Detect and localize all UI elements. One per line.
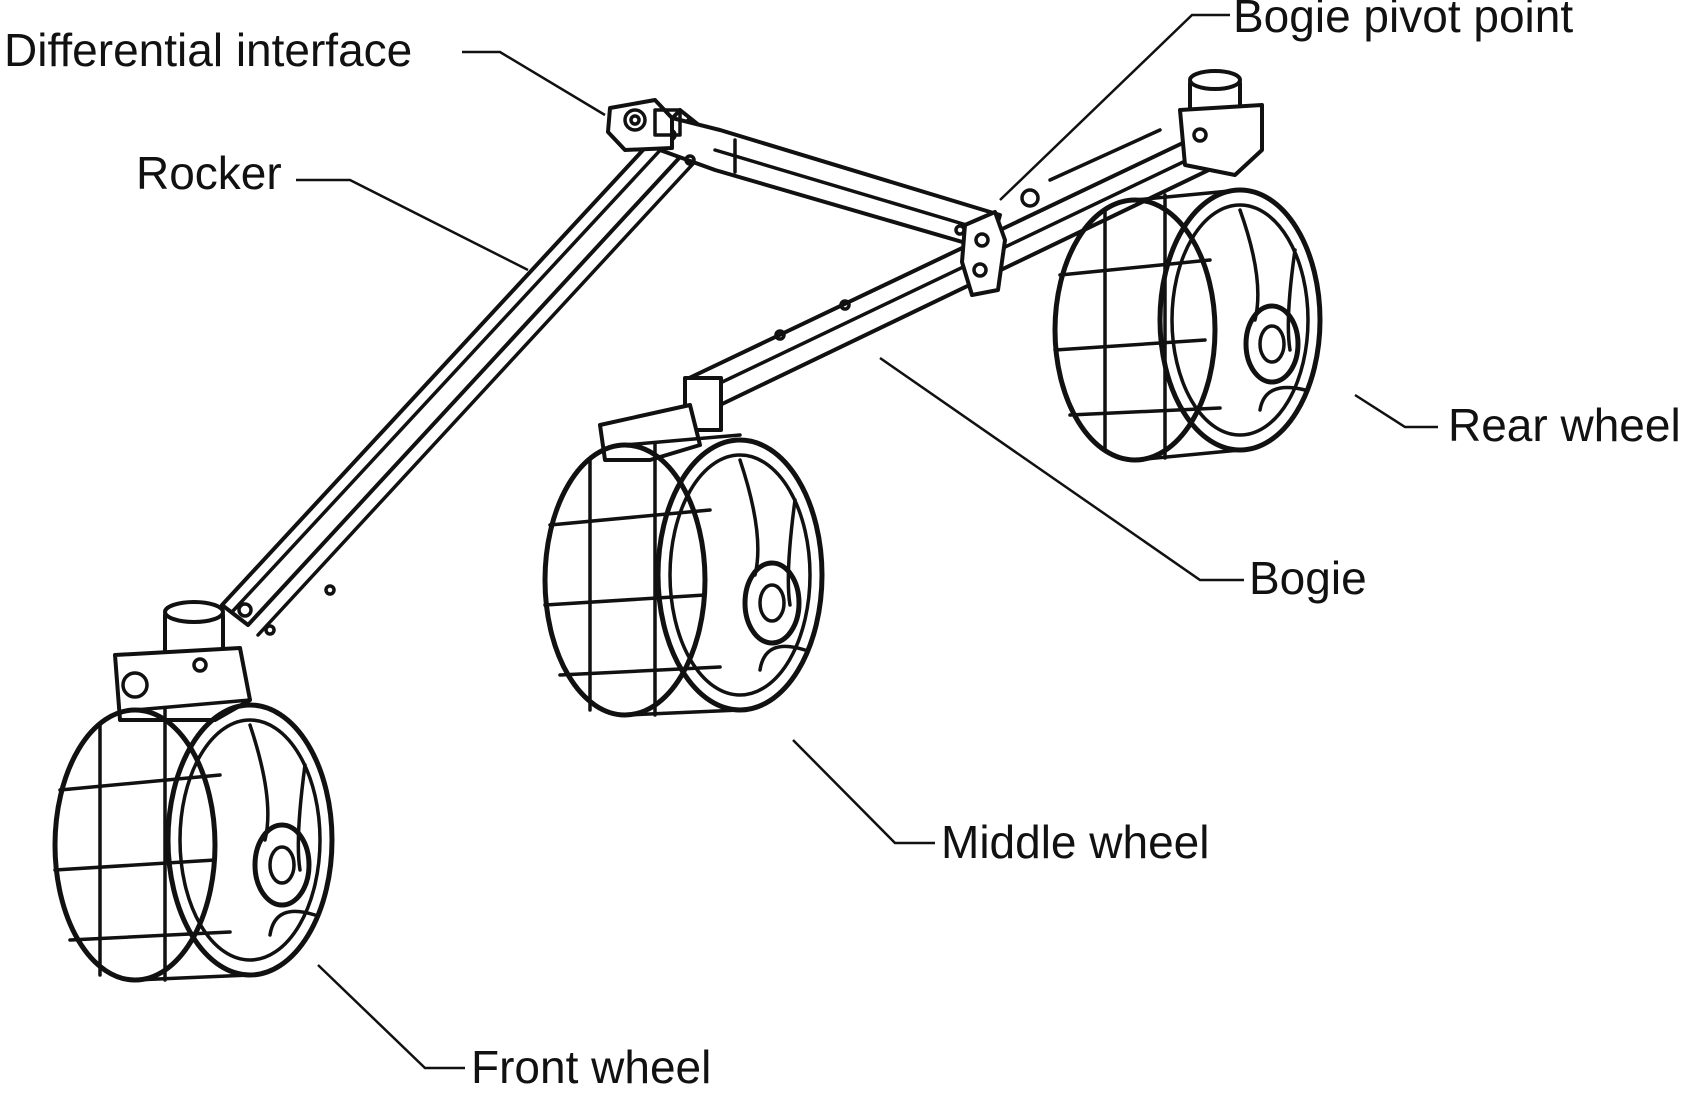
label-rocker: Rocker — [136, 147, 282, 199]
front-wheel — [52, 698, 335, 983]
leader-front-wheel — [317, 964, 465, 1070]
differential-interface-part — [606, 98, 682, 152]
leader-bogie-pivot-point — [999, 13, 1230, 201]
rocker-arm — [220, 108, 717, 637]
rear-wheel-mount — [1178, 69, 1264, 177]
leader-lines — [296, 13, 1438, 1070]
leader-middle-wheel — [792, 739, 935, 845]
label-bogie-pivot-point: Bogie pivot point — [1233, 0, 1573, 42]
rocker-cross-beam — [658, 113, 1002, 252]
leader-differential-interface — [462, 50, 606, 117]
label-middle-wheel: Middle wheel — [941, 816, 1209, 868]
leader-bogie — [879, 356, 1244, 582]
leader-rocker — [296, 178, 529, 272]
labels: Differential interface Bogie pivot point… — [4, 0, 1681, 1093]
label-bogie: Bogie — [1249, 552, 1367, 604]
label-front-wheel: Front wheel — [471, 1041, 711, 1093]
label-differential-interface: Differential interface — [4, 24, 412, 76]
leader-rear-wheel — [1354, 393, 1438, 429]
bogie-pivot-part — [960, 188, 1040, 297]
label-rear-wheel: Rear wheel — [1448, 399, 1681, 451]
rear-wheel — [1052, 187, 1323, 463]
middle-wheel — [542, 433, 825, 718]
